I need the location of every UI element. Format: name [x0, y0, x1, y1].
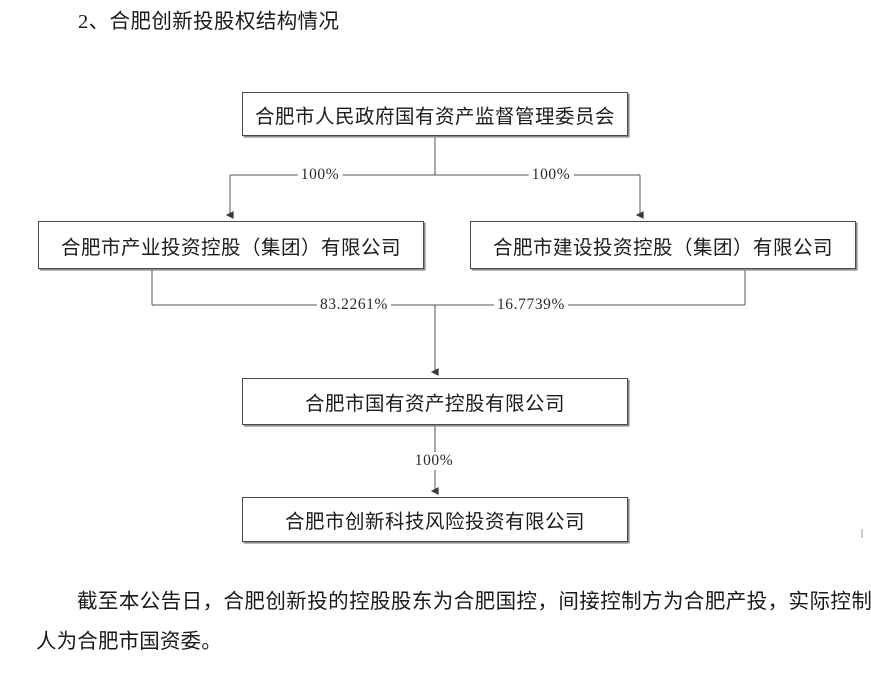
node-hefei-industrial-investment-holding[interactable]: 合肥市产业投资控股（集团）有限公司: [38, 221, 424, 269]
node-hefei-construction-investment-holding[interactable]: 合肥市建设投资控股（集团）有限公司: [470, 221, 856, 269]
node-hefei-state-assets-holding[interactable]: 合肥市国有资产控股有限公司: [242, 378, 628, 425]
closing-paragraph: 截至本公告日，合肥创新投的控股股东为合肥国控，间接控制方为合肥产投，实际控制人为…: [36, 591, 871, 653]
node-label: 合肥市人民政府国有资产监督管理委员会: [254, 106, 615, 128]
page-heading: 2、合肥创新投股权结构情况: [78, 11, 340, 33]
node-label: 合肥市创新科技风险投资有限公司: [284, 512, 585, 533]
node-hefei-innovation-venture-capital[interactable]: 合肥市创新科技风险投资有限公司: [242, 497, 628, 542]
scan-artifact-mark: [861, 529, 863, 538]
edge-label-sasac-to-construction: 100%: [528, 166, 574, 184]
node-label: 合肥市国有资产控股有限公司: [304, 394, 565, 415]
edge-label-industrial-to-stateassets: 83.2261%: [316, 296, 392, 314]
node-label: 合肥市产业投资控股（集团）有限公司: [60, 237, 401, 259]
edge-label-stateassets-to-innovation: 100%: [411, 452, 457, 470]
edge-label-construction-to-stateassets: 16.7739%: [493, 296, 569, 314]
node-label: 合肥市建设投资控股（集团）有限公司: [492, 237, 833, 259]
edge-label-sasac-to-industrial: 100%: [297, 166, 343, 184]
node-hefei-sasac[interactable]: 合肥市人民政府国有资产监督管理委员会: [242, 92, 628, 136]
